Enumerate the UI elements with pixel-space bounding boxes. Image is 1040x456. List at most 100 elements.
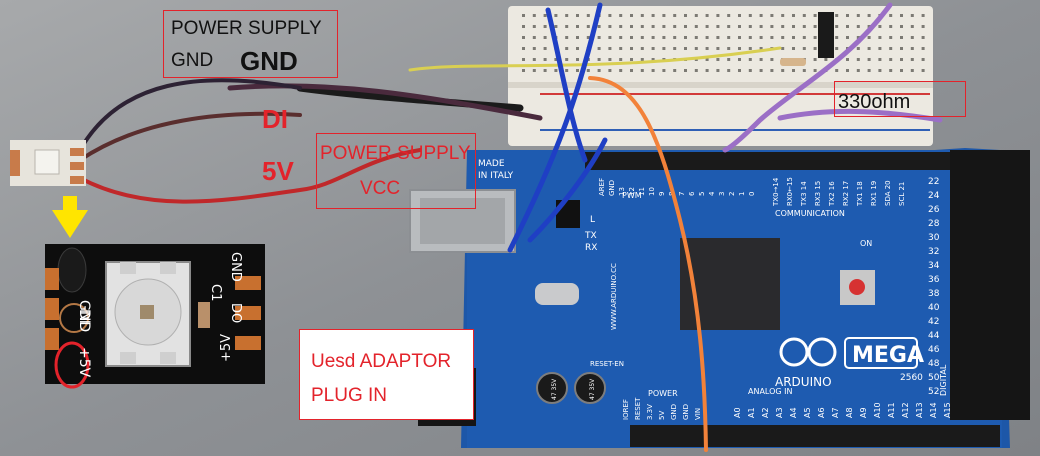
breadboard-hole <box>522 58 525 61</box>
breadboard-hole <box>802 69 806 72</box>
led-pcb-closeup: GND DI +5V C1 GND DO +5V <box>45 244 265 389</box>
breadboard-hole <box>662 25 666 28</box>
breadboard-hole <box>921 14 925 17</box>
breadboard-hole <box>813 69 817 72</box>
power-supply-gnd-title: POWER SUPPLY <box>171 18 322 39</box>
breadboard-hole <box>910 14 914 17</box>
breadboard-hole <box>856 36 860 39</box>
pcb-label-plus5v-left: +5V <box>76 347 92 378</box>
digital-pin-label: 32 <box>928 247 939 257</box>
breadboard-hole <box>630 36 633 39</box>
wire-strip-brown <box>78 111 302 162</box>
breadboard-hole <box>716 25 720 28</box>
breadboard-hole <box>921 69 925 72</box>
five-volt-wire-label: 5V <box>262 156 294 186</box>
power-pin-label: GND <box>670 404 678 420</box>
resistor <box>780 58 806 66</box>
breadboard-hole <box>792 69 795 72</box>
digital-pin-label: 38 <box>928 289 940 299</box>
breadboard-hole <box>900 14 903 17</box>
breadboard-hole <box>802 14 806 17</box>
pcb-label-plus5v-right: +5V <box>219 334 234 362</box>
breadboard-hole <box>727 58 731 61</box>
made-in-line1: MADE <box>478 159 505 169</box>
digital-pin-label: 30 <box>928 233 940 243</box>
header-pin-label: 7 <box>678 192 686 196</box>
breadboard-hole <box>748 14 752 17</box>
header-pin-label: 6 <box>688 191 696 196</box>
breadboard-hole <box>792 36 795 39</box>
analog-pin-label: A4 <box>789 407 798 418</box>
power-pin-label: RESET <box>634 397 642 420</box>
breadboard-hole <box>651 14 655 17</box>
breadboard-hole <box>900 36 903 39</box>
analog-pin-label: A0 <box>733 407 742 418</box>
board-brand: ARDUINO <box>775 375 832 389</box>
digital-pin-label: 36 <box>928 275 940 285</box>
analog-pin-label: A11 <box>887 402 896 418</box>
breadboard-hole <box>716 47 720 50</box>
digital-pin-label: 48 <box>928 359 940 369</box>
breadboard-hole <box>565 14 569 17</box>
breadboard-hole <box>867 14 871 17</box>
breadboard-hole <box>586 14 590 17</box>
breadboard-hole <box>522 14 525 17</box>
breadboard-hole <box>910 47 914 50</box>
breadboard-hole <box>781 69 785 72</box>
cap1-label: 47 35V <box>551 378 558 400</box>
breadboard-hole <box>619 69 623 72</box>
breadboard-hole <box>738 58 741 61</box>
reset-en-label: RESET-EN <box>590 360 624 368</box>
breadboard-hole <box>576 14 579 17</box>
breadboard-hole <box>748 47 752 50</box>
adaptor-label-background <box>299 329 474 420</box>
breadboard-hole <box>727 14 731 17</box>
power-supply-vcc-callout <box>316 133 476 209</box>
breadboard-hole <box>597 47 601 50</box>
yellow-arrow-icon <box>52 196 88 238</box>
breadboard-hole <box>889 36 893 39</box>
power-pin-label: GND <box>682 404 690 420</box>
analog-pin-label: A12 <box>901 402 910 418</box>
power-supply-gnd-callout <box>163 10 338 78</box>
breadboard-hole <box>889 58 893 61</box>
header-pin-label: 0 <box>748 192 756 196</box>
breadboard-hole <box>651 47 655 50</box>
breadboard-hole <box>759 36 763 39</box>
breadboard-hole <box>921 47 925 50</box>
breadboard-hole <box>878 25 882 28</box>
breadboard-hole <box>532 58 536 61</box>
digital-pin-label: 44 <box>928 331 940 341</box>
breadboard-hole <box>867 47 871 50</box>
breadboard-hole <box>543 47 547 50</box>
breadboard-hole <box>802 25 806 28</box>
wire-yellow <box>408 46 782 72</box>
breadboard-hole <box>748 58 752 61</box>
jumper-header <box>818 12 834 58</box>
breadboard-hole <box>759 25 763 28</box>
breadboard-hole <box>630 47 633 50</box>
comm-pin-label: SCL 21 <box>898 182 906 206</box>
breadboard-hole <box>684 36 687 39</box>
header-pin-label: AREF <box>598 178 606 196</box>
breadboard-hole <box>597 58 601 61</box>
breadboard-hole <box>867 69 871 72</box>
breadboard-hole <box>856 25 860 28</box>
breadboard-hole <box>846 69 849 72</box>
breadboard-hole <box>608 69 612 72</box>
breadboard-hole <box>835 69 839 72</box>
breadboard-hole <box>651 25 655 28</box>
breadboard-hole <box>748 36 752 39</box>
breadboard-hole <box>576 58 579 61</box>
breadboard-hole <box>543 25 547 28</box>
analog-pin-label: A2 <box>761 407 770 418</box>
breadboard-hole <box>727 36 731 39</box>
wire-black <box>296 84 524 112</box>
breadboard-hole <box>694 69 698 72</box>
pcb-label-gnd-right: GND <box>228 252 243 282</box>
wires <box>78 2 943 452</box>
breadboard-hole <box>770 69 774 72</box>
breadboard-hole <box>640 14 644 17</box>
